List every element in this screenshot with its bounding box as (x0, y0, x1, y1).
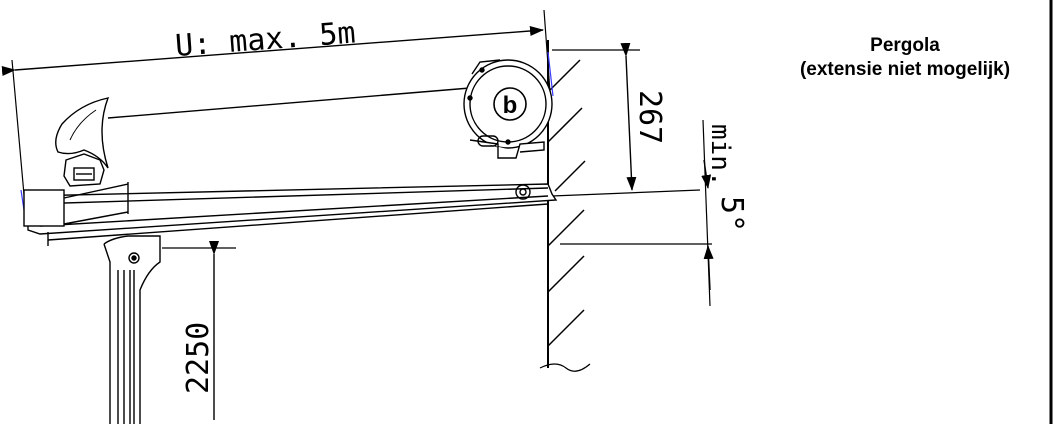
post (103, 235, 161, 424)
caption-title: Pergola (870, 35, 940, 56)
roller-motor (463, 59, 553, 159)
caption-subtitle: (extensie niet mogelijk) (799, 59, 1011, 80)
roof-profile (23, 182, 558, 246)
height-dimension (551, 42, 701, 197)
angle-dimension (560, 119, 714, 307)
width-label: U: max. 5m (174, 16, 357, 64)
angle-min-label: min. (705, 124, 735, 187)
post-height-label: 2250 (181, 322, 216, 394)
brand-logo: b (493, 87, 527, 121)
height-label: 267 (632, 90, 667, 144)
width-dimension (1, 9, 554, 211)
awning-fabric-line (107, 87, 471, 119)
front-handle (55, 97, 110, 187)
post-height-dimension (162, 241, 236, 420)
caption: Pergola (extensie niet mogelijk) (760, 34, 1050, 82)
brand-logo-letter: b (503, 92, 518, 119)
angle-value-label: 5° (714, 196, 749, 232)
